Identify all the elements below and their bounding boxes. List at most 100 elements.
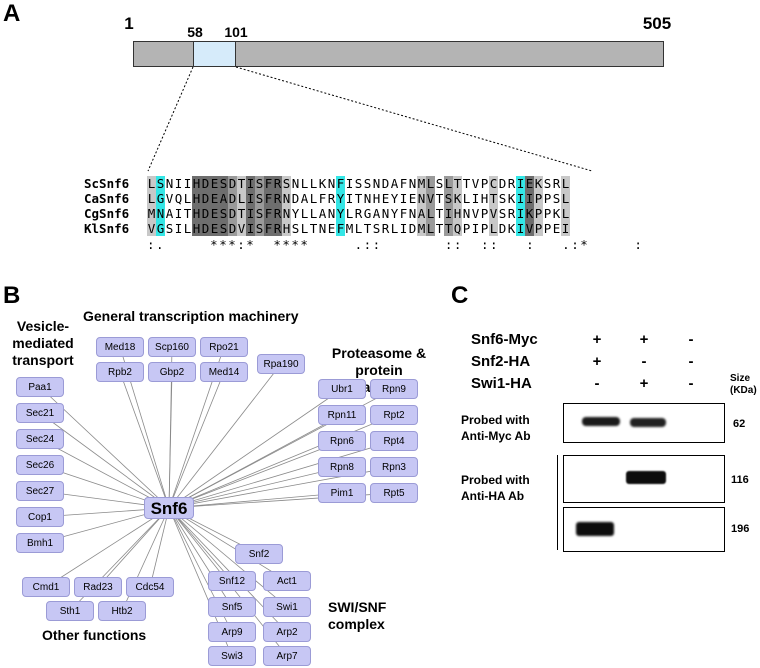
- treatment-symbol: -: [688, 375, 694, 392]
- network-node-general: Gbp2: [148, 362, 196, 382]
- residue: M: [345, 221, 354, 236]
- residue: T: [435, 191, 444, 206]
- residue: S: [435, 176, 444, 191]
- residue: I: [561, 221, 570, 236]
- residue: I: [516, 221, 525, 236]
- residue: I: [516, 176, 525, 191]
- residue: T: [462, 176, 471, 191]
- residue: L: [147, 191, 156, 206]
- residue: N: [318, 221, 327, 236]
- network-edge: [149, 507, 170, 588]
- panel-a-letter: A: [3, 0, 21, 27]
- network-edge: [168, 507, 288, 582]
- sequence-name: CgSnf6: [84, 206, 130, 221]
- residue: T: [453, 176, 462, 191]
- sequence-row: LSNIIHDESDTISFRSNLLKNFISSNDAFNMLSLTTVPCD…: [147, 176, 570, 191]
- residue: N: [381, 206, 390, 221]
- network-node-swisnf: Arp7: [263, 646, 311, 666]
- residue: L: [462, 191, 471, 206]
- residue: D: [498, 221, 507, 236]
- residue: L: [300, 221, 309, 236]
- network-node-proteasome: Rpn8: [318, 457, 366, 477]
- network-node-vesicle: Cop1: [16, 507, 64, 527]
- residue: V: [237, 221, 246, 236]
- residue: L: [183, 191, 192, 206]
- network-node-vesicle: Sec21: [16, 403, 64, 423]
- treatment-symbol: -: [688, 331, 694, 348]
- conservation-row: :. ***:* **** .:: :: :: : .:* :: [147, 237, 644, 252]
- residue: E: [210, 206, 219, 221]
- sequence-name: KlSnf6: [84, 221, 130, 236]
- residue: A: [165, 206, 174, 221]
- residue: D: [228, 221, 237, 236]
- network-node-other: Sth1: [46, 601, 94, 621]
- network-node-proteasome: Pim1: [318, 483, 366, 503]
- network-edge: [168, 363, 282, 509]
- residue: P: [480, 176, 489, 191]
- residue: H: [192, 221, 201, 236]
- sequence-row: LGVQLHDEADLISFRNDALFRYITNHEYIENVTSKLIHTS…: [147, 191, 570, 206]
- residue: I: [345, 191, 354, 206]
- treatment-symbol: +: [639, 331, 649, 348]
- residue: N: [408, 206, 417, 221]
- residue: T: [183, 206, 192, 221]
- residue: S: [219, 176, 228, 191]
- category-swisnf: SWI/SNF complex: [328, 599, 387, 632]
- position-start-label: 1: [124, 14, 134, 33]
- residue: S: [219, 221, 228, 236]
- network-edge: [168, 371, 173, 509]
- residue: Q: [174, 191, 183, 206]
- residue: I: [174, 221, 183, 236]
- residue: N: [417, 191, 426, 206]
- network-node-general: Scp160: [148, 337, 196, 357]
- residue: G: [156, 191, 165, 206]
- residue: I: [516, 191, 525, 206]
- treatment-symbol: -: [688, 353, 694, 370]
- residue: D: [228, 176, 237, 191]
- residue: D: [201, 206, 210, 221]
- residue: R: [327, 191, 336, 206]
- category-other: Other functions: [42, 627, 147, 643]
- network-edge: [119, 371, 170, 509]
- residue: A: [390, 176, 399, 191]
- treatment-symbol: +: [592, 353, 602, 370]
- residue: N: [408, 176, 417, 191]
- network-node-proteasome: Rpt5: [370, 483, 418, 503]
- residue: H: [192, 176, 201, 191]
- residue: L: [489, 221, 498, 236]
- residue: S: [255, 206, 264, 221]
- network-edge: [168, 371, 225, 509]
- residue: S: [444, 191, 453, 206]
- residue: T: [354, 191, 363, 206]
- residue: T: [237, 176, 246, 191]
- residue: I: [399, 221, 408, 236]
- network-edge: [168, 388, 343, 509]
- residue: S: [156, 176, 165, 191]
- residue: H: [192, 191, 201, 206]
- residue: L: [561, 206, 570, 221]
- residue: I: [174, 206, 183, 221]
- network-node-swisnf: Snf12: [208, 571, 256, 591]
- residue: D: [201, 191, 210, 206]
- network-edge: [168, 466, 343, 509]
- residue: E: [210, 191, 219, 206]
- residue: I: [525, 191, 534, 206]
- residue: P: [534, 206, 543, 221]
- blot-label-ha: Probed with Anti-HA Ab: [461, 473, 530, 503]
- residue: L: [309, 206, 318, 221]
- domain-start-label: 58: [187, 24, 203, 40]
- network-node-vesicle: Sec27: [16, 481, 64, 501]
- residue: E: [381, 191, 390, 206]
- residue: S: [543, 176, 552, 191]
- size-header: Size (KDa): [730, 373, 757, 396]
- residue: K: [534, 176, 543, 191]
- residue: S: [498, 191, 507, 206]
- category-vesicle: Vesicle- mediated transport: [12, 318, 74, 368]
- sequence-row: MNAITHDESDTISFRNYLLANYLRGANYFNALTIHNVPVS…: [147, 206, 570, 221]
- residue: A: [219, 191, 228, 206]
- network-edge: [168, 492, 343, 509]
- residue: N: [165, 176, 174, 191]
- residue: L: [561, 191, 570, 206]
- panel-b-letter: B: [3, 282, 21, 309]
